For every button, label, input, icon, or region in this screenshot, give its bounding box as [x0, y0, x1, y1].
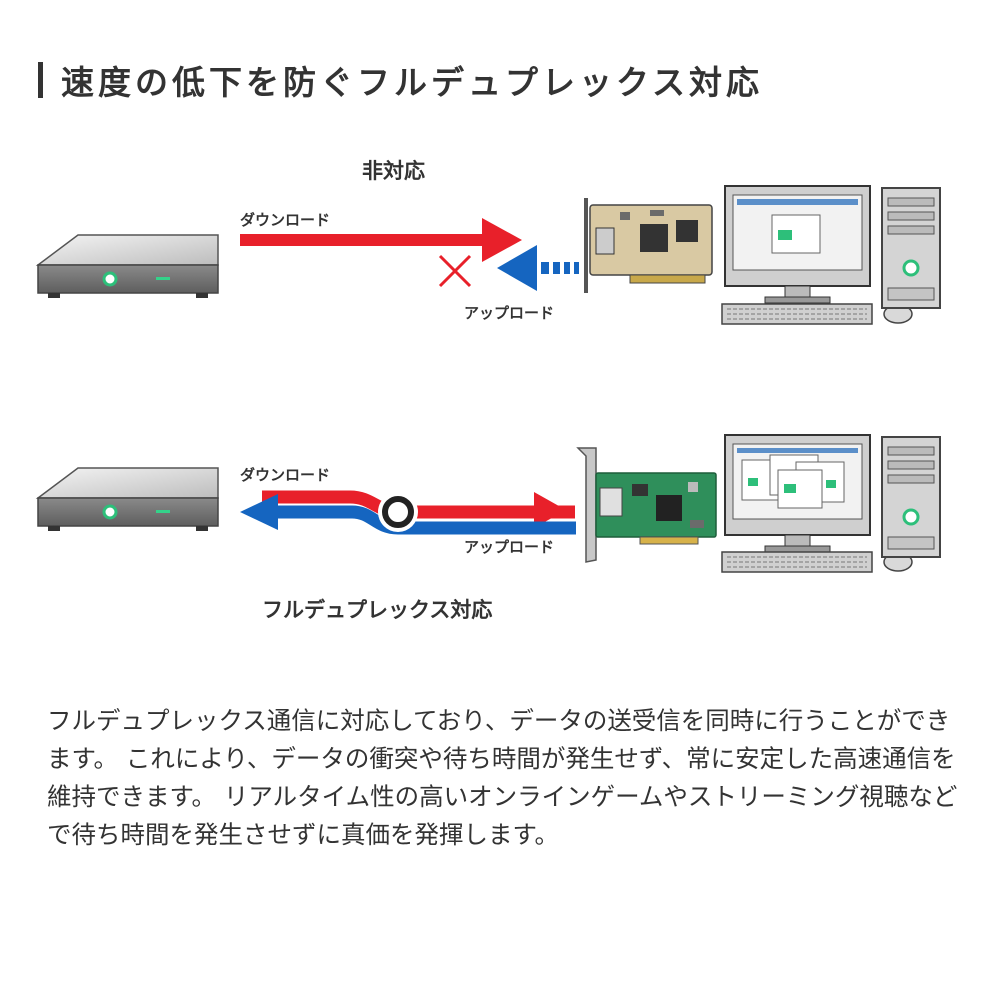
- upload-label-top: アップロード: [464, 304, 554, 322]
- router-bottom: [36, 466, 220, 533]
- desktop-pc-bottom: [721, 434, 942, 573]
- heading-accent-bar: [38, 62, 43, 98]
- router-top: [36, 233, 220, 300]
- upload-arrow-top-dashes: [541, 262, 579, 274]
- section-heading: 速度の低下を防ぐフルデュプレックス対応: [38, 56, 763, 104]
- upload-arrow-bottom-head: [240, 494, 278, 530]
- full-duplex-network-card: [576, 447, 717, 563]
- duplex-node-icon: [378, 492, 418, 532]
- download-arrow-top-head: [482, 218, 522, 262]
- download-arrow-bottom-head: [534, 492, 566, 528]
- desktop-pc-top: [721, 185, 942, 325]
- non-supported-label: 非対応: [362, 159, 425, 183]
- legacy-network-card: [584, 198, 713, 293]
- full-duplex-diagram: 非対応 ダウンロード アップロード ダウンロード: [36, 159, 942, 622]
- full-duplex-supported-label: フルデュプレックス対応: [262, 598, 492, 622]
- download-arrow-top-shaft: [240, 234, 490, 246]
- page-title: 速度の低下を防ぐフルデュプレックス対応: [61, 63, 764, 102]
- download-label-top: ダウンロード: [240, 211, 330, 229]
- download-label-bottom: ダウンロード: [240, 466, 330, 484]
- upload-arrow-top-head: [497, 245, 537, 291]
- upload-label-bottom: アップロード: [464, 538, 554, 556]
- collision-x-icon: [438, 254, 472, 288]
- description-text: フルデュプレックス通信に対応しており、データの送受信を同時に行うことができます。…: [47, 706, 958, 849]
